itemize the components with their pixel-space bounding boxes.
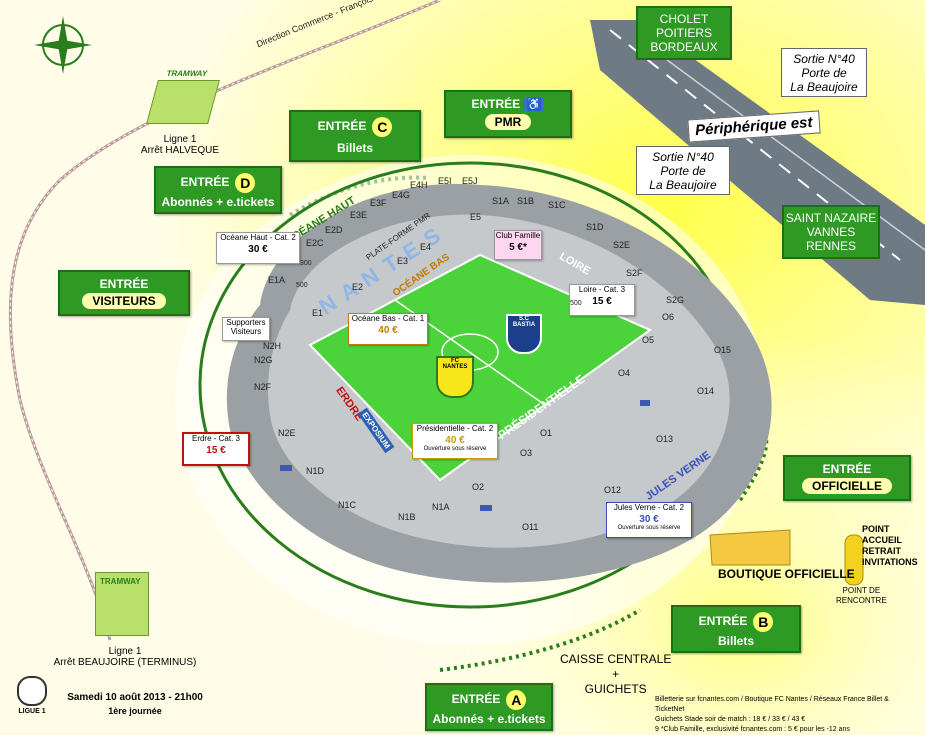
pitch bbox=[308, 253, 653, 482]
section-label: N2F bbox=[254, 382, 272, 392]
wheelchair-icon: ♿ bbox=[523, 97, 545, 111]
section-label: E1A bbox=[268, 275, 286, 285]
compass-icon bbox=[34, 16, 92, 74]
section-label: N1C bbox=[338, 500, 357, 510]
section-label: E2 bbox=[352, 282, 364, 292]
section-label: O1 bbox=[540, 428, 553, 438]
section-label: O15 bbox=[714, 345, 732, 355]
section-label: S1A bbox=[492, 196, 510, 206]
section-label: E4H bbox=[410, 180, 428, 190]
section-label: E1 bbox=[312, 308, 324, 318]
ligue1-logo: LIGUE 1 bbox=[14, 676, 50, 715]
section-label: N1A bbox=[432, 502, 450, 512]
entree-visiteurs: ENTRÉE VISITEURS bbox=[58, 270, 190, 316]
section-label: O12 bbox=[604, 485, 622, 495]
section-label: N2G bbox=[254, 355, 273, 365]
section-label: N2E bbox=[278, 428, 296, 438]
section-label: N1B bbox=[398, 512, 416, 522]
caisse-centrale-label: CAISSE CENTRALE+GUICHETS bbox=[560, 652, 672, 696]
section-label: S1B bbox=[517, 196, 535, 206]
capacity-label: 300 bbox=[300, 260, 312, 267]
section-label: O6 bbox=[662, 312, 675, 322]
footer-info: Billetterie sur fcnantes.com / Boutique … bbox=[655, 696, 889, 733]
tram-stop-top: TRAMWAY Ligne 1 Arrêt HALVEQUE bbox=[140, 69, 220, 156]
entree-pmr: ENTRÉE ♿ PMR bbox=[444, 90, 572, 138]
capacity-label: 500 bbox=[570, 300, 582, 307]
boutique-label: BOUTIQUE OFFICIELLE bbox=[718, 567, 855, 581]
tram-icon: TRAMWAY bbox=[95, 572, 149, 636]
section-label: O4 bbox=[618, 368, 631, 378]
section-label: N2H bbox=[263, 341, 282, 351]
ligue1-ball-icon bbox=[17, 676, 47, 706]
section-label: O11 bbox=[522, 522, 539, 532]
section-label: O14 bbox=[697, 386, 715, 396]
tram-stop-bottom: TRAMWAY Ligne 1 Arrêt BEAUJOIRE (TERMINU… bbox=[40, 572, 210, 668]
section-label: N1D bbox=[306, 466, 325, 476]
compass-rose bbox=[30, 12, 96, 78]
section-label: S1C bbox=[548, 200, 566, 210]
section-label: E3 bbox=[397, 256, 409, 266]
section-label: E2C bbox=[306, 238, 324, 248]
match-info: Samedi 10 août 2013 - 21h00 1ère journée bbox=[67, 692, 203, 716]
section-label: E3E bbox=[350, 210, 368, 220]
section-label: O2 bbox=[472, 482, 485, 492]
section-label: E5I bbox=[438, 176, 452, 186]
section-label: E5 bbox=[470, 212, 482, 222]
capacity-label: 500 bbox=[296, 282, 308, 289]
section-label: E4 bbox=[420, 242, 432, 252]
section-label: E2D bbox=[325, 225, 343, 235]
section-label: O3 bbox=[520, 448, 533, 458]
section-label: E5J bbox=[462, 176, 478, 186]
section-label: S1D bbox=[586, 222, 604, 232]
section-label: S2E bbox=[613, 240, 631, 250]
section-label: E3F bbox=[370, 198, 387, 208]
section-label: O5 bbox=[642, 335, 655, 345]
fc-nantes-logo: FC NANTES bbox=[436, 356, 474, 398]
section-label: S2G bbox=[666, 295, 685, 305]
section-label: E4G bbox=[392, 190, 411, 200]
sc-bastia-logo: S.C BASTIA bbox=[506, 314, 542, 354]
section-label: O13 bbox=[656, 434, 674, 444]
section-label: S2F bbox=[626, 268, 643, 278]
tram-icon: TRAMWAY bbox=[146, 69, 220, 124]
entree-officielle: ENTRÉE OFFICIELLE bbox=[783, 455, 911, 501]
